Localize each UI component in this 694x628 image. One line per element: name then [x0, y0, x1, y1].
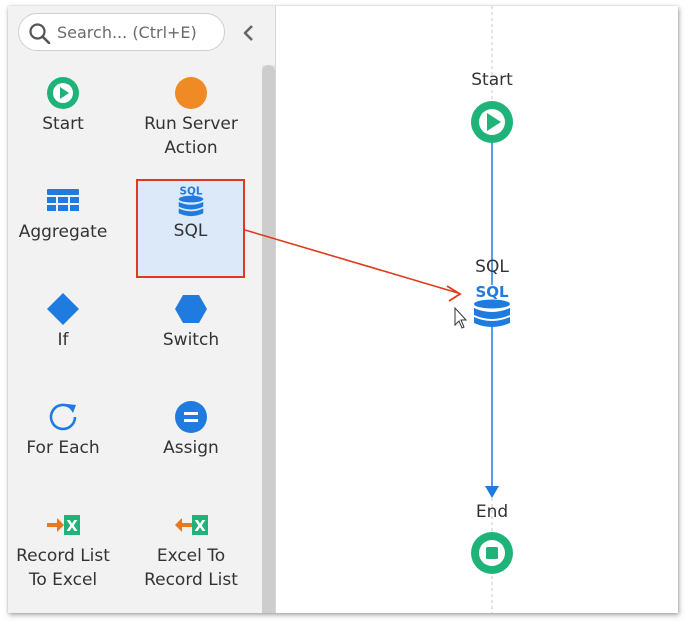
tool-switch[interactable]: Switch: [136, 292, 246, 352]
sql-node-label: SQL: [475, 257, 509, 277]
tool-label: SQL: [173, 221, 208, 241]
sql-icon-text: SQL: [179, 185, 202, 197]
excel-to-record-list-icon: X: [175, 515, 208, 535]
scrollbar-thumb[interactable]: [262, 65, 275, 613]
tool-label: Switch: [162, 330, 220, 350]
mouse-cursor-icon: [454, 306, 468, 329]
connector-arrowhead: [485, 486, 499, 498]
end-node[interactable]: [471, 532, 513, 574]
tool-excel-to-record-list[interactable]: X Excel To Record List: [136, 508, 246, 592]
tool-start[interactable]: Start: [8, 76, 118, 136]
search-icon: [29, 23, 51, 44]
tool-record-list-to-excel[interactable]: X Record List To Excel: [8, 508, 118, 592]
toolbox-scrollbar[interactable]: [262, 65, 275, 613]
sql-node-icon-text: SQL: [475, 283, 509, 301]
start-node-label: Start: [471, 70, 513, 90]
tool-label: For Each: [26, 438, 100, 458]
switch-icon: [175, 295, 207, 323]
tool-label: Start: [42, 114, 84, 134]
toolbox-panel: Start Run Server Action Aggregate SQL: [8, 6, 276, 613]
tool-label: Assign: [163, 438, 219, 458]
record-list-to-excel-icon: X: [47, 515, 80, 535]
chevron-left-icon[interactable]: [240, 24, 258, 42]
aggregate-icon: [47, 189, 79, 211]
start-icon: [47, 77, 79, 109]
tool-label: Run Server Action: [144, 114, 238, 158]
sql-icon: SQL: [178, 185, 203, 217]
flow-diagram: SQL: [454, 6, 513, 613]
toolbox-search[interactable]: [18, 13, 225, 51]
tool-run-server-action[interactable]: Run Server Action: [136, 76, 246, 160]
tool-for-each[interactable]: For Each: [8, 400, 118, 460]
flow-editor-window: Start Run Server Action Aggregate SQL: [8, 6, 678, 613]
tool-label: Record List To Excel: [16, 546, 110, 590]
tool-assign[interactable]: Assign: [136, 400, 246, 460]
tool-label: Excel To Record List: [144, 546, 238, 590]
if-icon: [47, 293, 79, 325]
tool-aggregate[interactable]: Aggregate: [8, 184, 118, 244]
tool-if[interactable]: If: [8, 292, 118, 352]
search-input[interactable]: [57, 20, 217, 44]
assign-icon: [175, 401, 207, 433]
excel-icon-text: X: [66, 517, 78, 535]
run-server-action-icon: [175, 77, 207, 109]
tool-label: If: [57, 330, 69, 350]
tool-label: Aggregate: [18, 222, 108, 242]
for-each-icon: [49, 403, 77, 431]
tool-sql[interactable]: SQL SQL: [136, 179, 245, 278]
sql-node[interactable]: SQL: [474, 283, 510, 327]
start-node[interactable]: [471, 101, 513, 143]
excel-icon-text: X: [194, 517, 206, 535]
flow-canvas[interactable]: SQL Start SQL End: [276, 6, 678, 613]
end-node-label: End: [475, 502, 509, 522]
